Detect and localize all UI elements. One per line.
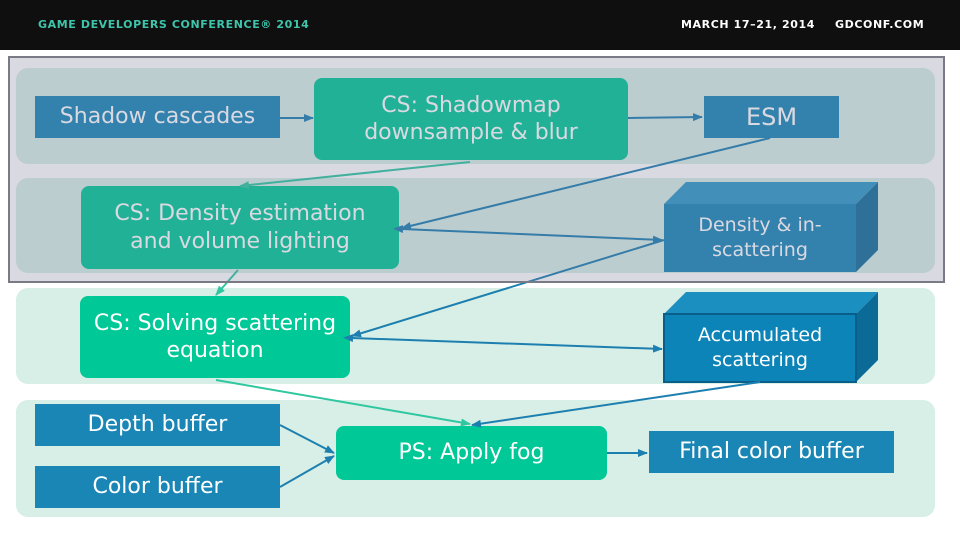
arrow-shadowmap-to-esm <box>627 113 703 122</box>
arrow-solving-to-accumulated <box>343 334 663 353</box>
node-depth-buffer: Depth buffer <box>35 404 280 446</box>
node-esm: ESM <box>704 96 839 138</box>
arrow-esm-to-density <box>401 137 771 230</box>
node-density-inscattering-cube <box>664 182 878 272</box>
node-color-buffer: Color buffer <box>35 466 280 508</box>
node-shadow-cascades: Shadow cascades <box>35 96 280 138</box>
conference-title: GAME DEVELOPERS CONFERENCE® 2014 <box>38 18 310 31</box>
node-cs-density: CS: Density estimation and volume lighti… <box>81 186 399 269</box>
dimmed-region-frame <box>8 56 945 283</box>
conference-dates: MARCH 17–21, 2014 <box>681 18 815 31</box>
header-bar: GAME DEVELOPERS CONFERENCE® 2014 MARCH 1… <box>0 0 960 50</box>
conference-website: GDCONF.COM <box>835 18 925 31</box>
node-cs-shadowmap: CS: Shadowmap downsample & blur <box>314 78 628 160</box>
node-final-color-buffer: Final color buffer <box>649 431 894 473</box>
node-accumulated-scattering-label: Accumulated scattering <box>697 324 823 371</box>
node-ps-apply-fog: PS: Apply fog <box>336 426 607 480</box>
node-cs-solving: CS: Solving scattering equation <box>80 296 350 378</box>
arrow-depth-to-applyfog <box>279 424 335 454</box>
arrow-density-to-inscattering <box>393 225 663 244</box>
arrow-color-to-applyfog <box>279 455 335 488</box>
node-accumulated-scattering-cube <box>663 292 878 383</box>
node-density-inscattering-label: Density & in-scattering <box>698 214 822 261</box>
arrow-inscattering-to-solving <box>351 239 665 338</box>
arrow-solving-to-applyfog <box>215 379 471 427</box>
arrow-shadowmap-to-density <box>239 161 471 190</box>
arrow-accumulated-to-applyfog <box>471 381 761 428</box>
